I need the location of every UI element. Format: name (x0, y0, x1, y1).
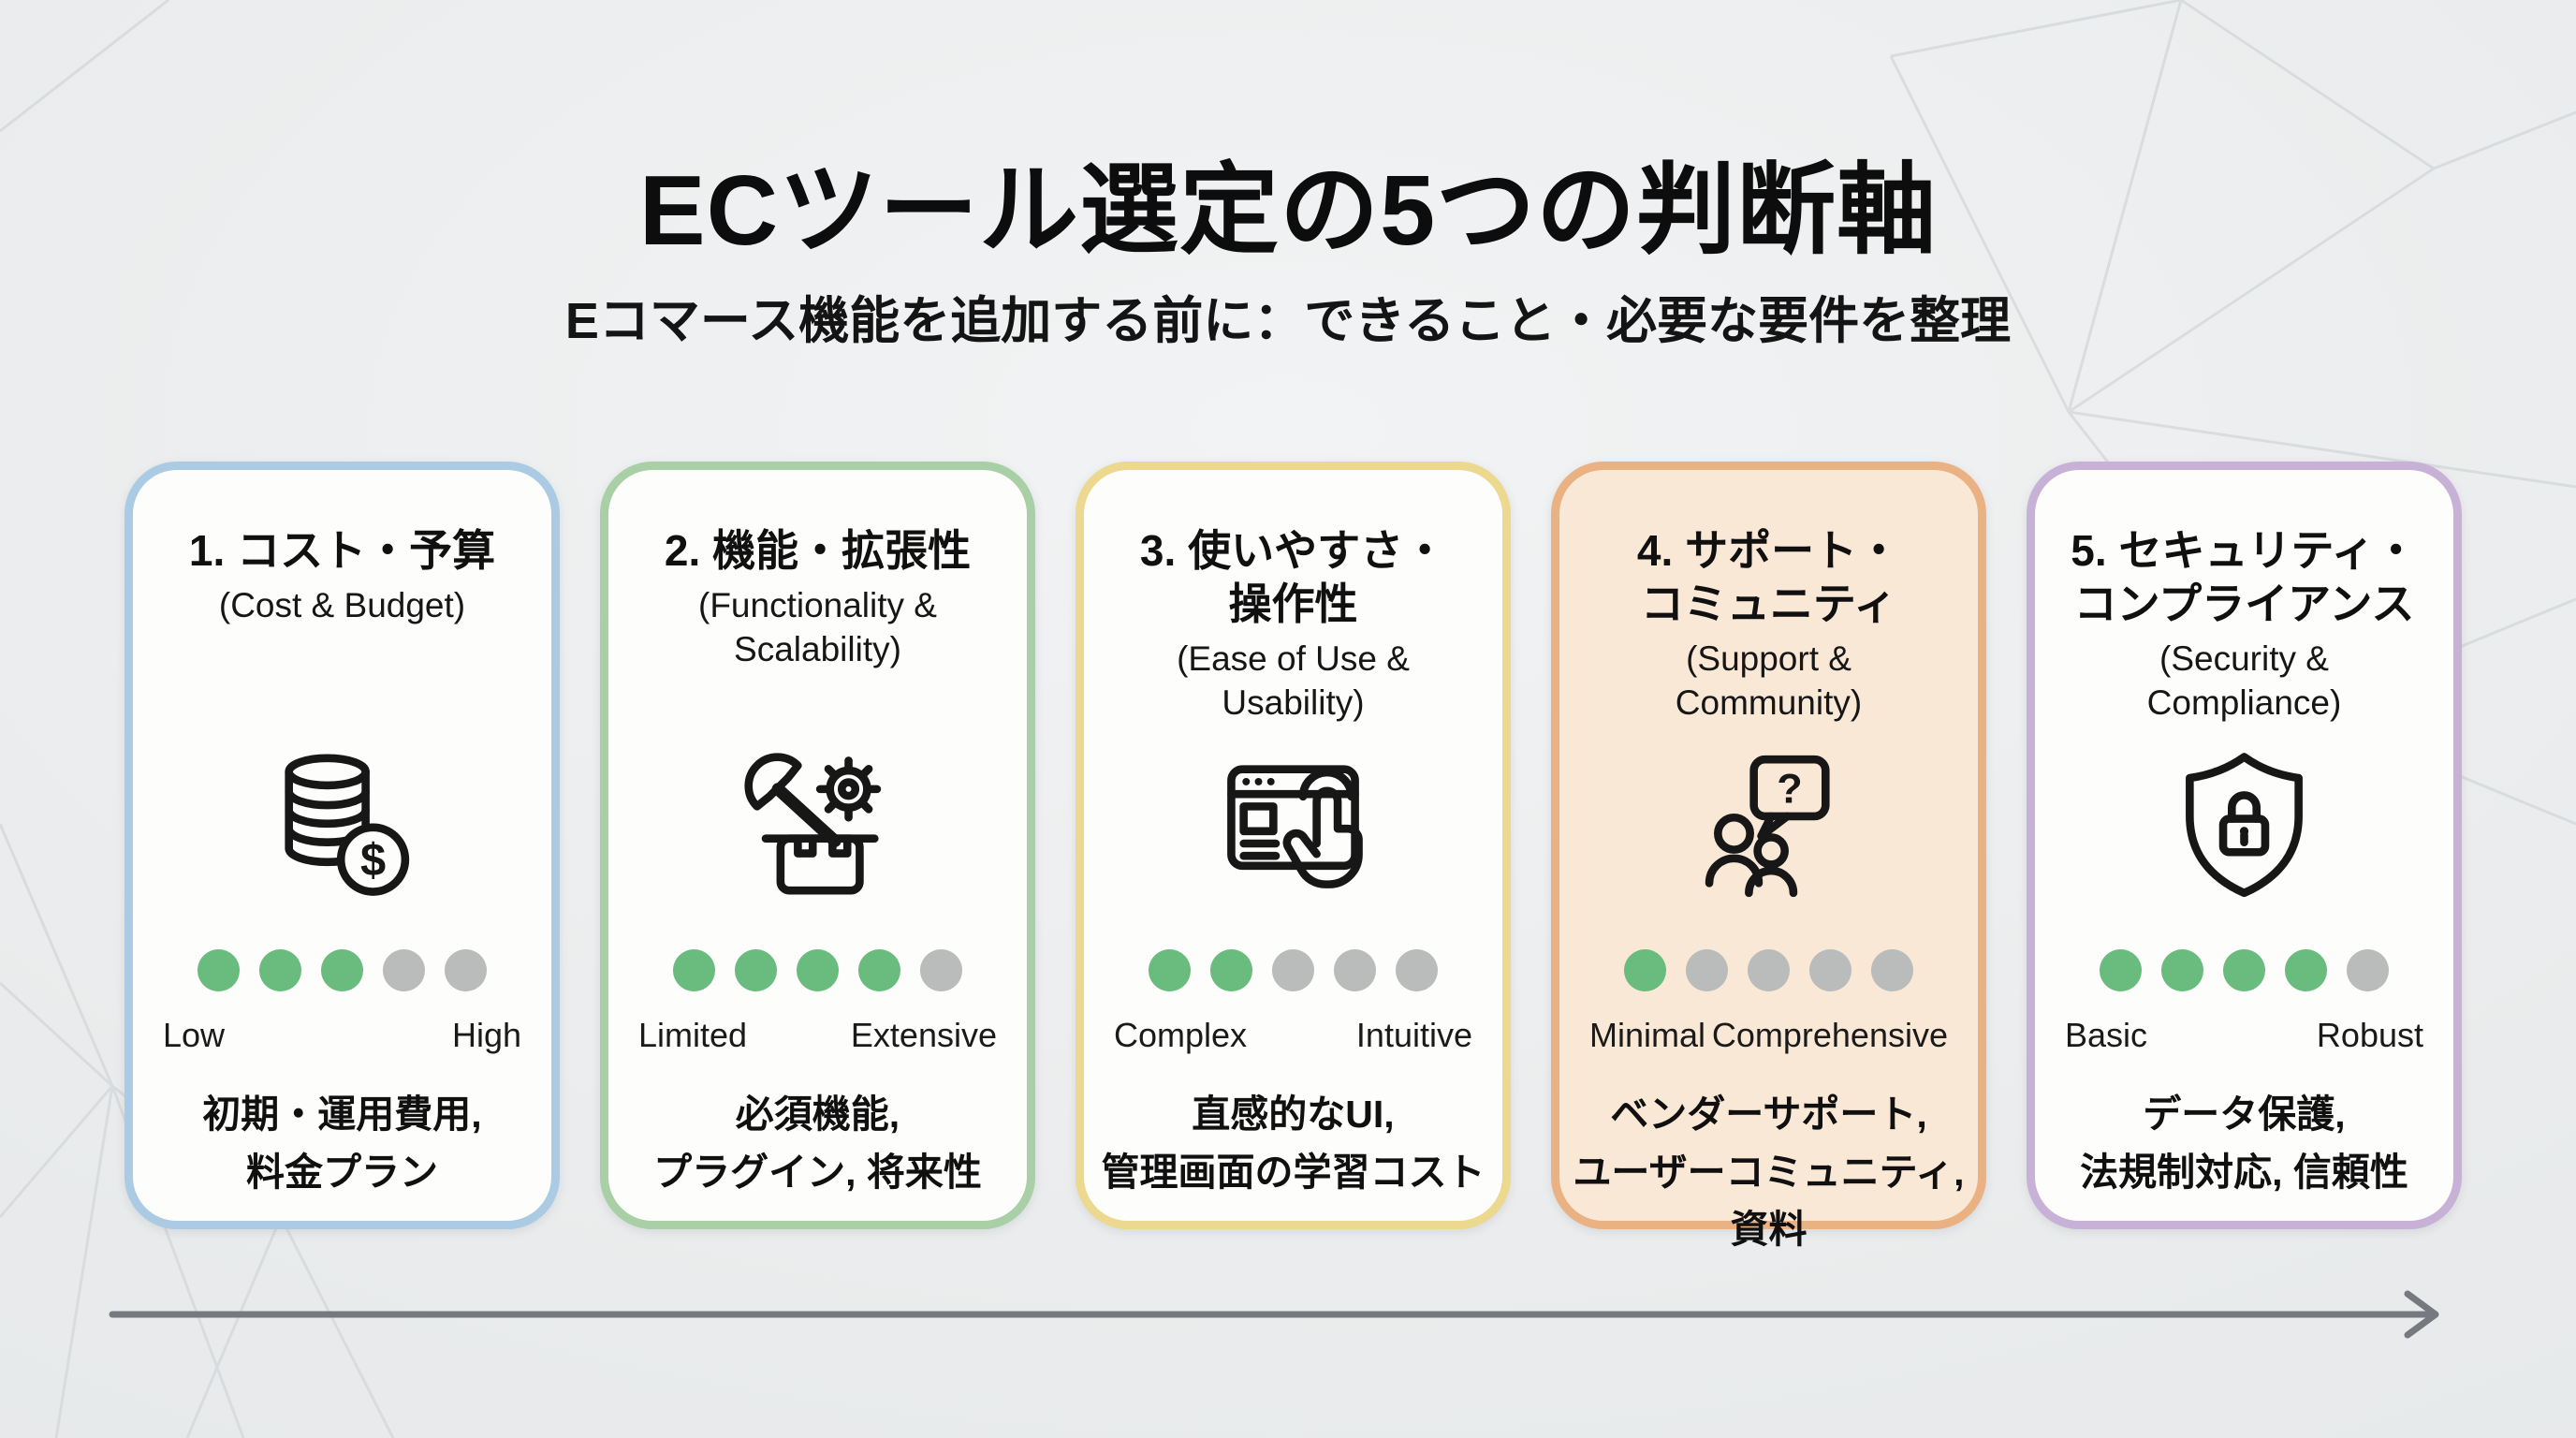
scale-right-label: High (451, 1016, 521, 1054)
svg-text:?: ? (1777, 764, 1802, 812)
rating-dot-empty (1871, 949, 1913, 991)
criteria-cards-row: 1. コスト・予算 (Cost & Budget) $ Low High 初期・… (124, 462, 2462, 1251)
card-icon-holder (608, 730, 1027, 922)
rating-dot-empty (1686, 949, 1728, 991)
rating-dots (1084, 949, 1502, 991)
rating-dot-empty (1748, 949, 1790, 991)
rating-dots (608, 949, 1027, 991)
rating-scale-labels: Basic Robust (2065, 1016, 2423, 1055)
criterion-card: 4. サポート・ コミュニティ (Support & Community) ? … (1551, 462, 1986, 1251)
rating-dots (133, 949, 551, 991)
card-description: 直感的なUI, 管理画面の学習コスト (1101, 1093, 1486, 1194)
card-title-ja: 4. サポート・ コミュニティ (1636, 526, 1901, 629)
criterion-card: 5. セキュリティ・ コンプライアンス (Security & Complian… (2027, 462, 2462, 1229)
card-title-ja: 2. 機能・拡張性 (664, 526, 972, 575)
rating-scale-labels: Complex Intuitive (1114, 1016, 1472, 1055)
card-description: データ保護, 法規制対応, 信頼性 (2080, 1093, 2408, 1194)
axis-arrow-icon (109, 1290, 2439, 1339)
page-title: ECツール選定の5つの判断軸 (638, 155, 1938, 266)
rating-dot-filled (797, 949, 839, 991)
svg-text:$: $ (360, 835, 386, 886)
rating-dot-filled (858, 949, 900, 991)
rating-dot-filled (259, 949, 301, 991)
card-icon-holder: ? (1559, 730, 1978, 922)
card-title-ja: 3. 使いやすさ・ 操作性 (1139, 526, 1447, 629)
toolbox-icon (744, 753, 882, 895)
rating-dot-filled (735, 949, 777, 991)
scale-left-label: Basic (2065, 1016, 2148, 1054)
rating-dot-filled (2285, 949, 2327, 991)
scale-left-label: Minimal (1589, 1016, 1706, 1054)
card-title-en: (Ease of Use & Usability) (1177, 639, 1410, 723)
rating-dot-filled (673, 949, 715, 991)
card-icon-holder: $ (133, 730, 551, 922)
page-subtitle: Eコマース機能を追加する前に：できること・必要な要件を整理 (564, 293, 2012, 349)
rating-dot-filled (321, 949, 363, 991)
rating-dot-empty (1272, 949, 1314, 991)
rating-dot-filled (1624, 949, 1666, 991)
card-title-ja: 1. コスト・予算 (188, 526, 496, 575)
rating-dot-empty (1396, 949, 1438, 991)
rating-dot-filled (2100, 949, 2142, 991)
shield-lock-icon (2186, 753, 2303, 898)
rating-dot-empty (383, 949, 425, 991)
rating-dot-empty (2347, 949, 2389, 991)
card-title-ja: 5. セキュリティ・ コンプライアンス (2071, 526, 2418, 629)
card-title-en: (Support & Community) (1675, 639, 1863, 723)
rating-dot-filled (1210, 949, 1252, 991)
criterion-card: 3. 使いやすさ・ 操作性 (Ease of Use & Usability) … (1076, 462, 1511, 1229)
rating-dot-filled (2161, 949, 2203, 991)
rating-dot-empty (1809, 949, 1852, 991)
card-title-en: (Functionality & Scalability) (698, 586, 937, 669)
rating-dot-filled (198, 949, 240, 991)
rating-dots (1559, 949, 1978, 991)
rating-dot-filled (1149, 949, 1191, 991)
rating-scale-labels: Limited Extensive (638, 1016, 997, 1055)
card-description: ベンダーサポート, ユーザーコミュニティ, 資料 (1573, 1093, 1965, 1251)
browser-click-icon (1227, 765, 1363, 888)
rating-dot-empty (1334, 949, 1376, 991)
criterion-card: 2. 機能・拡張性 (Functionality & Scalability) … (600, 462, 1035, 1229)
card-description: 初期・運用費用, 料金プラン (202, 1093, 482, 1194)
scale-left-label: Complex (1114, 1016, 1248, 1054)
criterion-card: 1. コスト・予算 (Cost & Budget) $ Low High 初期・… (124, 462, 560, 1229)
rating-dot-empty (920, 949, 962, 991)
scale-left-label: Limited (638, 1016, 748, 1054)
coins-dollar-icon: $ (285, 754, 410, 896)
card-title-en: (Security & Compliance) (2146, 639, 2342, 723)
scale-right-label: Comprehensive (1711, 1016, 1948, 1054)
rating-dots (2035, 949, 2453, 991)
rating-dot-filled (2223, 949, 2265, 991)
rating-scale-labels: Low High (163, 1016, 521, 1055)
rating-dot-empty (445, 949, 487, 991)
card-icon-holder (2035, 730, 2453, 922)
scale-left-label: Low (163, 1016, 226, 1054)
card-icon-holder (1084, 730, 1502, 922)
card-description: 必須機能, プラグイン, 将来性 (653, 1093, 982, 1194)
card-title-en: (Cost & Budget) (218, 586, 466, 625)
scale-right-label: Robust (2316, 1016, 2423, 1054)
scale-right-label: Intuitive (1355, 1016, 1472, 1054)
scale-right-label: Extensive (850, 1016, 997, 1054)
rating-scale-labels: Minimal Comprehensive (1589, 1016, 1948, 1055)
support-community-icon: ? (1705, 755, 1830, 898)
